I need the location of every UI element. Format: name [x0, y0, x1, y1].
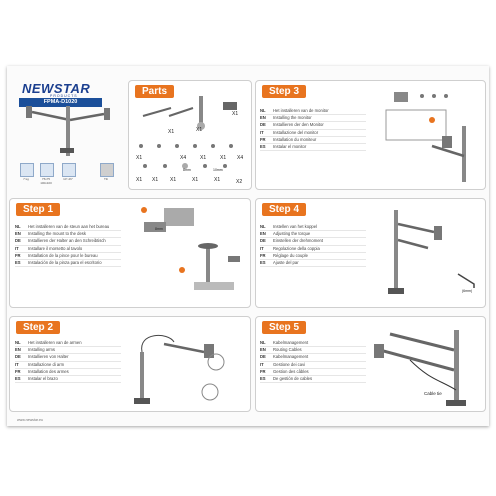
step3-panel: Step 3 [255, 80, 486, 190]
model-badge: FPMA-D1020 [19, 98, 102, 107]
step4-title: Step 4 [262, 203, 307, 216]
step3-illustration [385, 92, 466, 182]
part-qty: X1 [220, 155, 227, 161]
part-qty: X1 [152, 177, 159, 183]
parts-title: Parts [135, 85, 175, 98]
feature-label: Tilt [104, 177, 108, 181]
vesa-icon [40, 163, 54, 177]
feature-label: 7 kg [23, 177, 29, 181]
part-qty: X4 [237, 155, 244, 161]
part-qty: X1 [170, 177, 177, 183]
feature-label: 10"-26" [63, 177, 73, 181]
part-qty: X1 [232, 111, 239, 117]
brand-sub: PRODUCTS [50, 94, 78, 98]
step5-label: Cable tie [424, 391, 442, 396]
part-qty: X2 [236, 179, 243, 185]
footer-url: www.newstar.eu [17, 418, 43, 422]
weight-icon [20, 163, 34, 177]
step5-illustration [374, 330, 466, 406]
feature-label: 75x75 100x100 [40, 177, 52, 185]
step5-title: Step 5 [262, 321, 307, 334]
part-qty: X4 [180, 155, 187, 161]
tilt-icon [100, 163, 114, 177]
parts-illustration [139, 96, 237, 169]
part-label: 8mm [183, 168, 191, 172]
product-illustration [26, 106, 110, 156]
step2-illustration [134, 334, 225, 404]
screen-size-icon [62, 163, 76, 177]
step1-label: 8mm [155, 227, 163, 231]
step5-panel: Step 5 [255, 316, 486, 412]
part-qty: X1 [192, 177, 199, 183]
step4-label: (6mm) [462, 289, 473, 293]
step3-title: Step 3 [262, 85, 307, 98]
brand-logo: NEWSTAR [22, 81, 91, 96]
part-qty: X1 [214, 177, 221, 183]
part-qty: X1 [136, 177, 143, 183]
parts-panel: Parts [128, 80, 252, 190]
step1-title: Step 1 [16, 203, 61, 216]
step4-illustration [388, 210, 475, 294]
part-qty: X1 [200, 155, 207, 161]
part-label: 10mm [213, 168, 223, 172]
step1-illustration [141, 207, 240, 290]
part-qty: X1 [168, 129, 175, 135]
part-qty: X1 [136, 155, 143, 161]
step2-title: Step 2 [16, 321, 61, 334]
part-qty: X1 [196, 127, 203, 133]
step2-panel: Step 2 [9, 316, 251, 412]
step4-panel: Step 4 [255, 198, 486, 308]
